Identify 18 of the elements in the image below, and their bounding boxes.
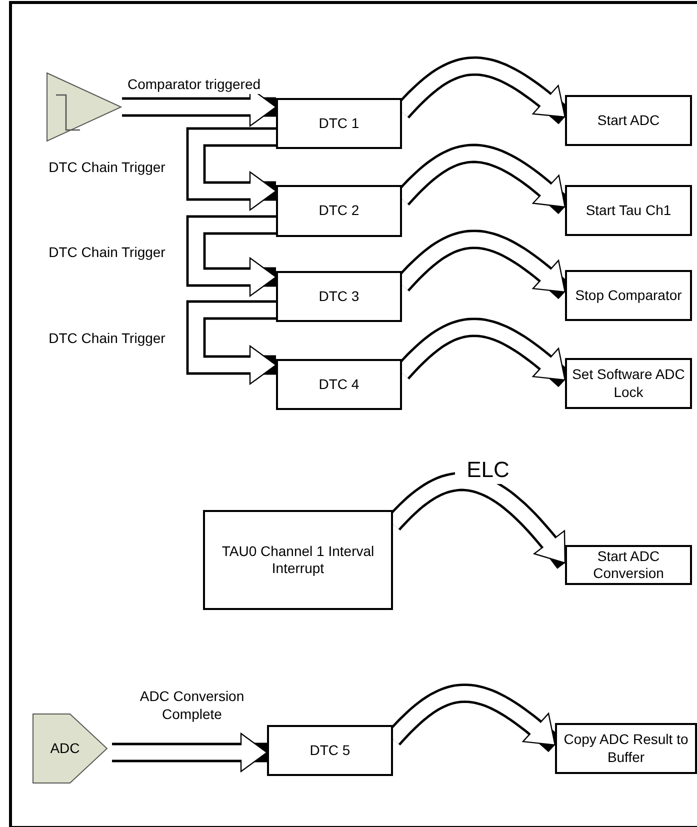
process-box: Copy ADC Result to Buffer <box>555 723 697 774</box>
process-box: DTC 1 <box>276 98 402 149</box>
process-box: DTC 5 <box>267 725 393 776</box>
process-box: DTC 2 <box>276 185 402 237</box>
block-arrow <box>186 300 277 385</box>
block-arrow <box>186 215 277 297</box>
comparator-triangle <box>46 72 122 142</box>
block-arrow <box>112 732 268 772</box>
adc-pentagon: ADC <box>32 713 108 784</box>
process-box: DTC 4 <box>276 359 402 410</box>
process-box: Start ADC Conversion <box>565 545 692 585</box>
process-box: DTC 3 <box>276 271 402 322</box>
process-box: Start Tau Ch1 <box>565 185 692 236</box>
process-box: Stop Comparator <box>565 270 692 321</box>
process-box: Start ADC <box>565 95 692 146</box>
block-arrow <box>186 127 277 211</box>
process-box: TAU0 Channel 1 Interval Interrupt <box>203 510 393 610</box>
process-box: Set Software ADC Lock <box>565 358 692 409</box>
